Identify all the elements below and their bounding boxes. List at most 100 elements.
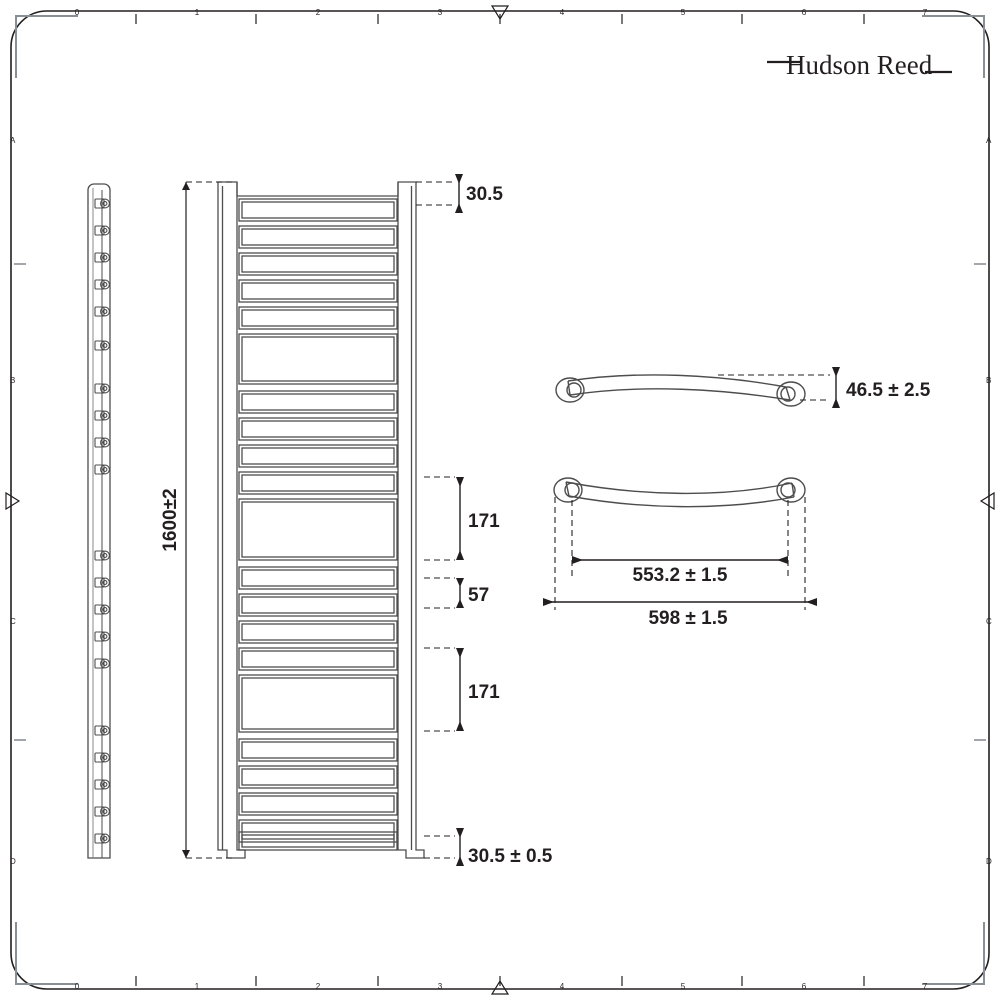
radiator-rail	[238, 279, 398, 303]
mounting-boss	[94, 658, 110, 669]
radiator-top-header	[236, 182, 399, 197]
radiator-rail	[238, 819, 398, 843]
arrow-head	[456, 550, 464, 560]
arrow-head	[456, 599, 464, 608]
radiator-rail	[238, 738, 398, 762]
zone-label: A	[10, 136, 16, 145]
arrow-head	[182, 182, 190, 190]
zone-label: C	[10, 617, 16, 626]
dimension-text: 598 ± 1.5	[648, 608, 728, 629]
frame-rounded-rect	[10, 10, 990, 990]
arrow-head	[456, 856, 464, 866]
mounting-boss	[94, 779, 110, 790]
mounting-boss-group	[94, 198, 110, 844]
brand-logo: Hudson Reed	[767, 50, 952, 80]
ruler-label: 6	[802, 982, 807, 991]
dimension-bar-depth: 46.5 ± 2.5	[718, 367, 931, 408]
mounting-boss	[94, 833, 110, 844]
left-zone-strip: A B C D	[5, 136, 26, 866]
mounting-boss	[94, 198, 110, 209]
ruler-label: 2	[316, 982, 321, 991]
mounting-boss	[94, 279, 110, 290]
triangle-marker-icon	[490, 979, 510, 995]
towel-rail-radiator-front-view	[217, 181, 425, 859]
radiator-rail	[238, 252, 398, 276]
dimension-text: 30.5	[466, 184, 503, 205]
radiator-left-post	[217, 181, 246, 859]
right-zone-strip: A B C D	[974, 136, 995, 866]
arrow-head	[572, 556, 583, 564]
radiator-rail	[238, 647, 398, 671]
arrow-head	[832, 398, 840, 408]
bar-bottom-edge	[568, 495, 795, 508]
radiator-open-panel	[238, 498, 398, 561]
dimension-spacing-upper: 171	[424, 476, 500, 561]
eyelet-icon	[776, 381, 806, 407]
ruler-label: 6	[802, 8, 807, 17]
mounting-boss	[94, 437, 110, 448]
zone-label: A	[986, 136, 992, 145]
dimension-spacing-lower: 171	[424, 647, 500, 732]
dimension-bar-centres: 553.2 ± 1.5	[572, 556, 788, 586]
mounting-boss	[94, 410, 110, 421]
dimension-text: 553.2 ± 1.5	[633, 565, 728, 586]
mounting-boss	[94, 550, 110, 561]
mounting-boss	[94, 383, 110, 394]
radiator-rail	[238, 225, 398, 249]
ruler-label: 1	[195, 982, 200, 991]
zone-label: C	[986, 617, 992, 626]
dimension-bottom-offset: 30.5 ± 0.5	[424, 828, 553, 867]
dimension-bar-overall: 598 ± 1.5	[543, 598, 817, 629]
mounting-boss	[94, 464, 110, 475]
ruler-label: 0	[75, 8, 80, 17]
radiator-rail-group-2	[238, 390, 398, 495]
radiator-rail	[238, 765, 398, 789]
brand-name: Hudson Reed	[786, 50, 933, 80]
ruler-label: 4	[560, 982, 565, 991]
arrow-head	[777, 556, 788, 564]
dimension-text: 30.5 ± 0.5	[468, 846, 553, 867]
zone-label: D	[10, 857, 16, 866]
radiator-rail	[238, 306, 398, 330]
mounting-boss	[94, 306, 110, 317]
corner-bracket	[15, 15, 78, 78]
mounting-boss	[94, 631, 110, 642]
mounting-boss	[94, 252, 110, 263]
arrow-head	[832, 367, 840, 377]
zone-label: D	[986, 857, 992, 866]
radiator-rail	[238, 566, 398, 590]
radiator-rail	[238, 792, 398, 816]
corner-bracket	[922, 15, 985, 78]
mounting-boss	[94, 604, 110, 615]
bar-left-cap	[567, 380, 571, 396]
mounting-boss	[94, 752, 110, 763]
radiator-rail	[238, 831, 398, 851]
eyelet-icon	[776, 477, 806, 503]
bar-right-cap	[785, 386, 791, 401]
radiator-open-panel	[238, 333, 398, 385]
ruler-label: 5	[681, 8, 686, 17]
mounting-boss	[94, 806, 110, 817]
arrow-head	[456, 578, 464, 587]
wall-bracket-strip-side-view	[87, 183, 111, 859]
radiator-open-panel	[238, 674, 398, 733]
curved-valance-bar-top	[555, 374, 806, 407]
bar-top-edge	[565, 481, 793, 495]
arrow-head	[543, 598, 554, 606]
ruler-label: 5	[681, 982, 686, 991]
ruler-label: 4	[560, 8, 565, 17]
bar-bottom-edge	[569, 388, 791, 401]
triangle-marker-icon	[5, 491, 21, 511]
ruler-label: 7	[923, 8, 928, 17]
eyelet-icon	[553, 477, 583, 503]
arrow-head	[456, 721, 464, 731]
mounting-boss	[94, 577, 110, 588]
ruler-label: 7	[923, 982, 928, 991]
radiator-rail	[238, 471, 398, 495]
arrow-head	[455, 203, 463, 213]
curved-valance-bar-bottom	[553, 477, 806, 508]
bar-extension-lines	[554, 497, 806, 610]
ruler-label: 3	[438, 982, 443, 991]
